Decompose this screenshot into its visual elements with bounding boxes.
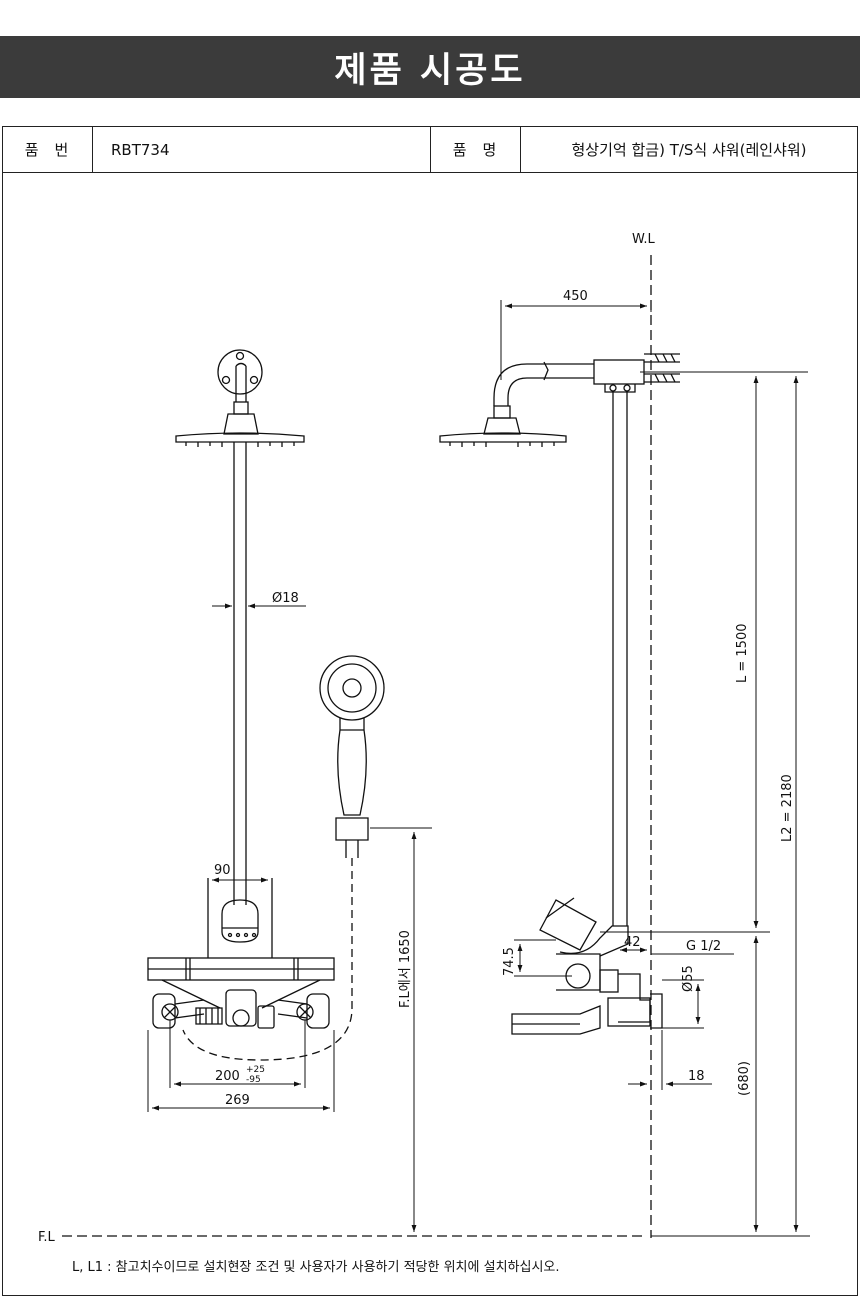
side-shower-arm <box>493 353 680 406</box>
side-view <box>439 255 680 1238</box>
front-riser-pipe <box>233 442 247 905</box>
title-banner: 제품 시공도 <box>0 36 860 98</box>
dim-90: 90 <box>214 863 231 878</box>
dim-55-diameter: Ø55 <box>681 965 696 992</box>
page-title: 제품 시공도 <box>334 50 526 91</box>
dim-18: 18 <box>688 1069 705 1084</box>
dim-42: 42 <box>624 935 641 950</box>
front-view <box>147 349 385 1061</box>
wl-label: W.L <box>632 232 655 247</box>
dim-18-diameter: Ø18 <box>272 591 299 606</box>
side-rain-shower-head <box>439 405 567 447</box>
dim-l2-2180: L2 = 2180 <box>780 774 795 842</box>
dim-200: 200 <box>215 1069 240 1084</box>
front-hand-shower <box>319 655 385 858</box>
product-name-label: 품명 <box>431 127 521 172</box>
front-wall-bracket <box>217 349 263 435</box>
front-hose <box>182 858 353 1061</box>
dimension-lines <box>147 300 810 1237</box>
dim-74-5: 74.5 <box>502 947 517 976</box>
product-no-label: 품번 <box>3 127 93 172</box>
front-rain-shower-head <box>175 432 305 447</box>
installation-note: L, L1 : 참고치수이므로 설치현장 조건 및 사용자가 사용하기 적당한 … <box>72 1260 560 1275</box>
front-diverter-knob <box>221 899 259 943</box>
front-thermostat-body <box>147 878 335 1029</box>
product-name-value: 형상기억 합금) T/S식 샤워(레인샤워) <box>571 141 807 159</box>
dim-g-half: G 1/2 <box>686 939 721 954</box>
product-no-value: RBT734 <box>93 127 431 172</box>
dim-200-tol-upper: +25 <box>246 1065 265 1075</box>
side-riser-pipe <box>612 392 628 926</box>
dim-1650: F.L에서 1650 <box>398 930 413 1008</box>
drawing-sheet: 품번 RBT734 품명 형상기억 합금) T/S식 샤워(레인샤워) <box>2 126 858 1296</box>
dim-450: 450 <box>563 289 588 304</box>
dim-l-1500: L = 1500 <box>735 624 750 683</box>
dim-200-tol-lower: -95 <box>246 1075 261 1085</box>
dim-680: (680) <box>737 1061 752 1096</box>
fl-label: F.L <box>38 1230 56 1245</box>
info-table: 품번 RBT734 품명 형상기억 합금) T/S식 샤워(레인샤워) <box>3 127 857 173</box>
side-thermostat-body <box>511 897 663 1035</box>
dim-269: 269 <box>225 1093 250 1108</box>
